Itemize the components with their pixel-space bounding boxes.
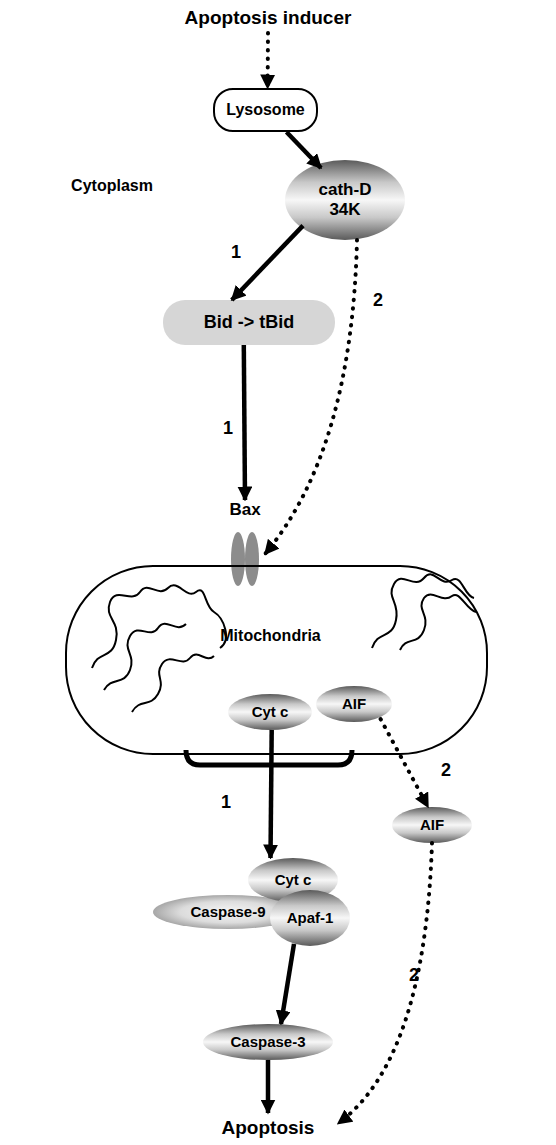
- protease-ellipse: cath-D 34K: [285, 160, 405, 240]
- dotted-arrow: [265, 240, 357, 554]
- node-text: Apoptosis inducer: [185, 7, 352, 29]
- channel-half: [245, 532, 259, 586]
- node-text: Caspase-9: [190, 903, 265, 920]
- protein-ellipse: Cyt c: [228, 694, 312, 730]
- node-text: Apoptosis: [222, 1117, 315, 1139]
- node-text: AIF: [420, 816, 444, 833]
- channel-half: [231, 532, 245, 586]
- channel-shape: [225, 528, 265, 590]
- pore-channel: Bax: [225, 500, 265, 590]
- dotted-arrow: [381, 719, 428, 807]
- region-label: Cytoplasm: [71, 177, 153, 195]
- node-text: Lysosome: [226, 101, 305, 119]
- protein-ellipse: Apaf-1: [270, 890, 350, 946]
- solid-arrow: [271, 730, 272, 858]
- solid-arrow: [244, 345, 245, 500]
- outcome-label: Apoptosis: [198, 1113, 338, 1143]
- organelle-box: Lysosome: [213, 88, 318, 132]
- crista: [132, 655, 214, 712]
- callout-number: 2: [441, 760, 451, 781]
- callout-number: 2: [373, 290, 383, 311]
- callout-number: 2: [409, 965, 419, 986]
- protein-ellipse: AIF: [392, 807, 472, 843]
- node-text: Apaf-1: [287, 909, 334, 926]
- callout-number: 1: [221, 792, 231, 813]
- solid-arrow: [266, 1060, 271, 1113]
- solid-arrow: [281, 944, 294, 1024]
- node-text: Cyt c: [275, 871, 312, 888]
- node-text: Bax: [205, 500, 285, 520]
- protein-ellipse: Caspase-3: [203, 1024, 333, 1060]
- bracket: [186, 750, 352, 765]
- node-text: AIF: [342, 695, 366, 712]
- crista: [400, 595, 476, 650]
- callout-number: 1: [223, 418, 233, 439]
- dotted-arrow: [338, 843, 432, 1124]
- node-text: Mitochondria: [67, 627, 474, 645]
- node-text: Caspase-3: [230, 1033, 305, 1050]
- protein-ellipse: AIF: [316, 686, 392, 722]
- solid-arrow: [287, 132, 322, 168]
- callout-number: 1: [231, 242, 241, 263]
- crista: [104, 624, 186, 690]
- solid-arrow: [232, 226, 303, 300]
- process-box: Bid -> tBid: [163, 300, 335, 345]
- dotted-arrow: [266, 33, 270, 88]
- node-text: Cyt c: [252, 703, 289, 720]
- node-text: cath-D 34K: [310, 180, 380, 219]
- mitochondrion: MitochondriaCyt c AIF: [65, 565, 488, 755]
- node-text: Bid -> tBid: [204, 312, 295, 333]
- inducer-label: Apoptosis inducer: [150, 3, 386, 33]
